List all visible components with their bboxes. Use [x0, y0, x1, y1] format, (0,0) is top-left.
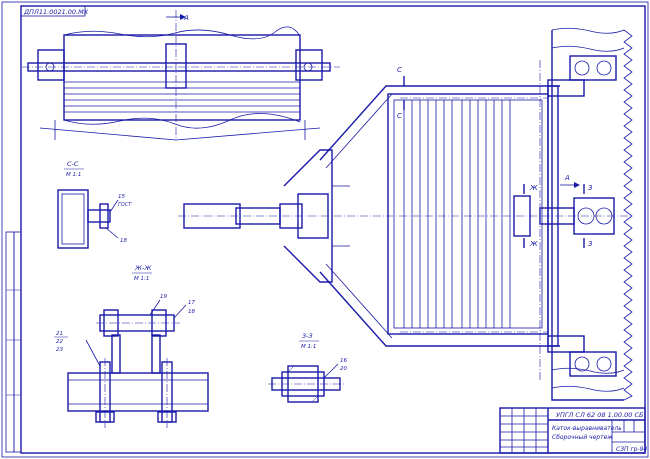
cut-label-zh-top: Ж: [529, 184, 538, 192]
callout-20: 20: [340, 366, 347, 372]
cut-label-c-top: С: [397, 66, 402, 74]
cut-label-z-top: З: [588, 184, 593, 192]
section-z-z: З-З М 1:1 16 20: [268, 332, 347, 403]
section-z-z-scale: М 1:1: [301, 344, 316, 350]
stamp-number: ДПЛ11.0021.00.МХ: [23, 8, 89, 16]
drawing-border: [20, 5, 646, 454]
section-z-z-title: З-З: [302, 332, 313, 340]
top-view-roller: А: [22, 10, 340, 141]
org-code: СЗП гр-94: [616, 446, 647, 453]
section-c-c-title: С-С: [67, 160, 79, 168]
main-plan-view: А З З Ж Ж С С: [178, 27, 633, 401]
stamp-box: [20, 5, 86, 17]
callout-23: 23: [56, 347, 63, 353]
left-margin-strip: [5, 231, 22, 453]
callout-19: 19: [160, 294, 167, 300]
title-block: УПГЛ СЛ 62 08 1.00.00 СБ Каток-выравнива…: [499, 407, 647, 454]
cut-label-zh-bottom: Ж: [529, 240, 538, 248]
cut-label-a-right: А: [564, 174, 570, 182]
section-zh-zh-scale: М 1:1: [134, 276, 149, 282]
document-code: УПГЛ СЛ 62 08 1.00.00 СБ: [556, 411, 644, 419]
callout-21: 21: [56, 331, 63, 337]
cut-label-a-top: А: [183, 14, 189, 22]
callout-15: 15: [118, 194, 125, 200]
callout-17: 17: [188, 300, 195, 306]
callout-22: 22: [56, 339, 63, 345]
section-zh-zh: Ж-Ж М 1:1 19 17 18 21 22 23: [54, 264, 209, 428]
section-c-c: С-С М 1:1 15 ГОСТ 18: [57, 160, 132, 249]
section-zh-zh-title: Ж-Ж: [134, 264, 152, 272]
callout-16: 16: [340, 358, 347, 364]
cut-label-z-bottom: З: [588, 240, 593, 248]
cut-label-c-mid: С: [397, 112, 402, 120]
callout-18b: 18: [188, 309, 195, 315]
callout-15b: ГОСТ: [118, 202, 132, 208]
title-line-1: Каток-выравниватель: [552, 425, 622, 432]
section-c-c-scale: М 1:1: [66, 172, 81, 178]
title-line-2: Сборочный чертеж: [552, 434, 613, 441]
callout-18: 18: [120, 238, 127, 244]
